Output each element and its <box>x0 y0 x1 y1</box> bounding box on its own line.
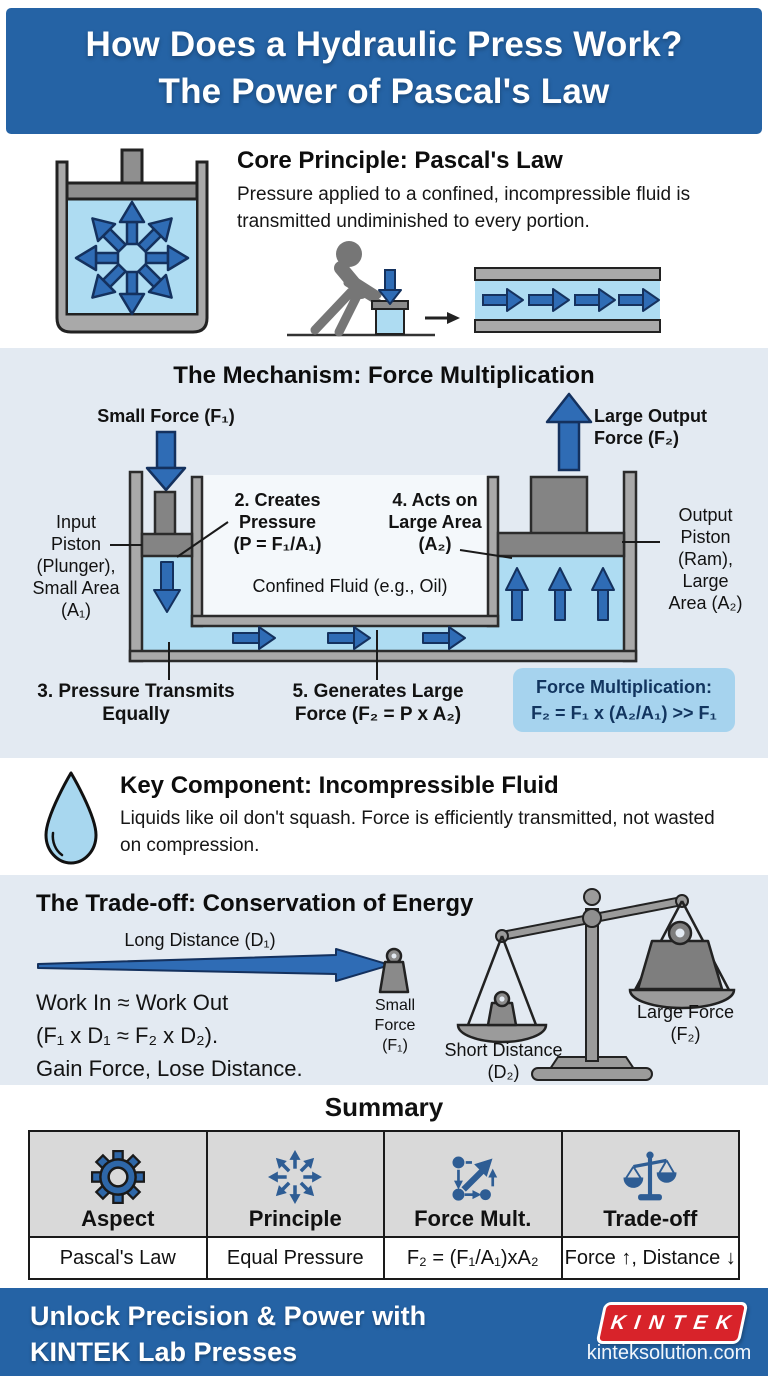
force-multiplication-icon <box>452 1156 497 1201</box>
acts-on-large-area-label: 4. Acts on Large Area (A₂) <box>388 490 482 554</box>
core-principle-body: Pressure applied to a confined, incompre… <box>237 184 691 232</box>
large-output-force-label: Large Output Force (F₂) <box>594 406 707 448</box>
section-key-component <box>0 758 768 875</box>
footer-tagline: Unlock Precision & Power with KINTEK Lab… <box>30 1301 427 1368</box>
kintek-logo-text: KINTEK <box>609 1311 741 1334</box>
summary-header-force-mult: Force Mult. <box>414 1206 532 1231</box>
force-multiplication-title: Force Multiplication: <box>535 676 712 697</box>
summary-header-row: Aspect P <box>28 1130 740 1238</box>
page-title-line1: How Does a Hydraulic Press Work? <box>85 25 683 64</box>
large-force-arrow-icon <box>545 392 593 472</box>
page-title-line2: The Power of Pascal's Law <box>158 71 610 111</box>
summary-value-aspect: Pascal's Law <box>28 1236 208 1280</box>
balance-scale-illustration <box>456 888 736 1081</box>
output-piston-label: Output Piston (Ram), Large Area (A₂) <box>668 505 743 613</box>
summary-value-principle: Equal Pressure <box>205 1236 385 1280</box>
small-force-weight-label: Small Force (F₁) <box>374 997 416 1054</box>
small-force-arrow-icon <box>145 430 187 492</box>
fluid-droplet-icon <box>44 771 98 865</box>
core-principle-title: Core Principle: Pascal's Law <box>237 147 563 174</box>
page-title: How Does a Hydraulic Press Work? The Pow… <box>6 22 762 116</box>
radiating-arrows-icon <box>268 1150 323 1204</box>
header-banner: How Does a Hydraulic Press Work? The Pow… <box>6 8 762 134</box>
summary-cell-aspect: Aspect <box>28 1130 208 1238</box>
key-component-body: Liquids like oil don't squash. Force is … <box>120 808 715 856</box>
confined-fluid-label: Confined Fluid (e.g., Oil) <box>252 576 448 596</box>
mechanism-title: The Mechanism: Force Multiplication <box>173 362 595 389</box>
summary-value-tradeoff: Force ↑, Distance ↓ <box>560 1236 740 1280</box>
force-multiplication-callout: Force Multiplication: F₂ = F₁ x (A₂/A₁) … <box>513 668 735 732</box>
piston-push-demo-icon <box>287 241 661 337</box>
summary-table: Aspect P <box>28 1130 740 1280</box>
key-component-title: Key Component: Incompressible Fluid <box>120 772 559 799</box>
long-distance-label: Long Distance (D₁) <box>124 930 276 950</box>
summary-value-row: Pascal's Law Equal Pressure F₂ = (F₁/A₁)… <box>28 1236 740 1280</box>
footer-website-link[interactable]: kinteksolution.com <box>586 1342 752 1364</box>
summary-header-aspect: Aspect <box>81 1206 155 1231</box>
kintek-logo: KINTEK <box>595 1302 749 1344</box>
summary-header-principle: Principle <box>248 1206 342 1231</box>
generates-force-label: 5. Generates Large Force (F₂ = P x A₂) <box>292 681 464 726</box>
summary-cell-force-mult: Force Mult. <box>383 1130 563 1238</box>
hydraulic-press-diagram <box>110 392 660 680</box>
creates-pressure-label: 2. Creates Pressure (P = F₁/A₁) <box>233 490 322 554</box>
summary-value-force-mult: F₂ = (F₁/A₁)xA₂ <box>383 1236 563 1280</box>
large-force-label: Large Force (F₂) <box>636 1002 735 1044</box>
footer-banner: Unlock Precision & Power with KINTEK Lab… <box>0 1288 768 1376</box>
force-multiplication-formula: F₂ = F₁ x (A₂/A₁) >> F₁ <box>531 703 717 723</box>
summary-header-tradeoff: Trade-off <box>603 1206 698 1231</box>
long-distance-arrow-icon <box>37 948 391 982</box>
summary-title: Summary <box>324 1092 444 1122</box>
small-weight-icon <box>378 947 410 994</box>
summary-cell-tradeoff: Trade-off <box>560 1130 740 1238</box>
tradeoff-title: The Trade-off: Conservation of Energy <box>36 890 474 917</box>
summary-cell-principle: Principle <box>205 1130 385 1238</box>
small-force-label: Small Force (F₁) <box>97 406 235 426</box>
input-piston-label: Input Piston (Plunger), Small Area (A₁) <box>32 512 120 620</box>
work-equation-text: Work In ≈ Work Out (F₁ x D₁ ≈ F₂ x D₂). … <box>36 990 303 1081</box>
pressure-vessel-icon <box>55 148 209 334</box>
label-connector-lines <box>110 521 660 680</box>
pressure-transmits-label: 3. Pressure Transmits Equally <box>37 681 235 726</box>
fluid-flow-arrows <box>153 561 615 650</box>
short-distance-label: Short Distance (D₂) <box>444 1040 563 1082</box>
gear-icon <box>90 1150 145 1204</box>
balance-scale-icon <box>623 1151 677 1201</box>
